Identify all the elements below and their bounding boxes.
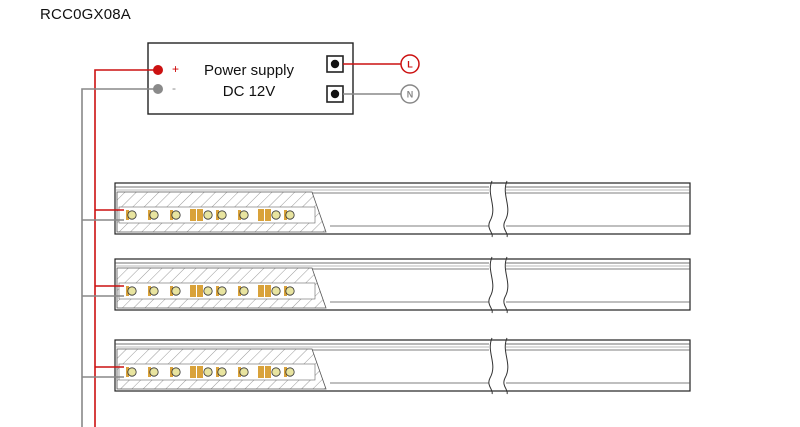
negative-sign: - [172, 81, 176, 95]
led-chip [271, 367, 281, 377]
resistor [258, 209, 264, 221]
positive-sign: + [172, 62, 179, 76]
svg-text:N: N [407, 90, 414, 100]
led-chip [127, 367, 137, 377]
led-chip [271, 210, 281, 220]
resistor [190, 366, 196, 378]
positive-bus-wire [94, 69, 158, 427]
neutral-terminal: N [400, 84, 420, 104]
break-mark [488, 337, 494, 395]
led-chip [285, 210, 295, 220]
led-strip-profile [82, 337, 691, 395]
led-chip [239, 286, 249, 296]
resistor [190, 209, 196, 221]
resistor [190, 285, 196, 297]
negative-bus-wire [81, 88, 158, 427]
led-chip [239, 367, 249, 377]
break-mark [503, 337, 509, 395]
led-strip-profile [82, 256, 691, 314]
resistor [258, 285, 264, 297]
resistor [197, 209, 203, 221]
led-chip [203, 210, 213, 220]
break-mark [488, 256, 494, 314]
power-supply-label: Power supply [204, 62, 295, 79]
led-strip-group [82, 180, 691, 395]
led-chip [239, 210, 249, 220]
live-terminal: L [400, 54, 420, 74]
led-chip [149, 210, 159, 220]
led-chip [217, 286, 227, 296]
break-mark [488, 180, 494, 238]
resistor [265, 285, 271, 297]
led-chip [171, 210, 181, 220]
resistor [197, 285, 203, 297]
led-chip [171, 286, 181, 296]
break-mark [503, 256, 509, 314]
resistor [265, 209, 271, 221]
led-chip [149, 367, 159, 377]
resistor [197, 366, 203, 378]
led-chip [127, 286, 137, 296]
led-chip [127, 210, 137, 220]
led-chip [285, 286, 295, 296]
led-chip [171, 367, 181, 377]
resistor [258, 366, 264, 378]
led-chip [271, 286, 281, 296]
power-supply: Power supply DC 12V + - [147, 42, 354, 115]
led-strip-profile [82, 180, 691, 238]
led-chip [203, 367, 213, 377]
led-chip [285, 367, 295, 377]
svg-text:L: L [407, 60, 413, 70]
led-chip [217, 367, 227, 377]
led-chip [217, 210, 227, 220]
resistor [265, 366, 271, 378]
led-chip [203, 286, 213, 296]
power-supply-voltage: DC 12V [223, 83, 276, 100]
break-mark [503, 180, 509, 238]
led-chip [149, 286, 159, 296]
model-code-title: RCC0GX08A [40, 6, 132, 23]
